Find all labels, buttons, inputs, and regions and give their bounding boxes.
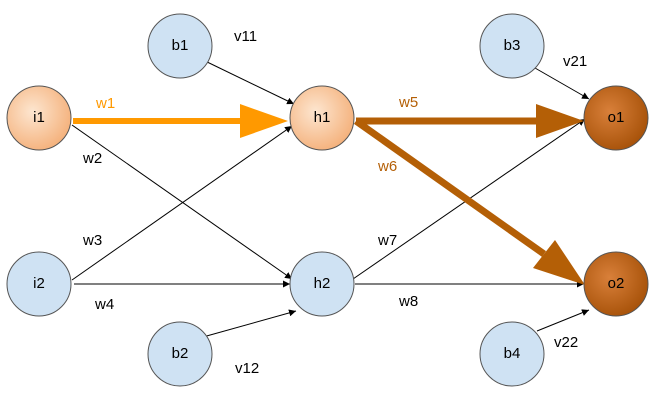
node-label-o1: o1 — [608, 109, 625, 126]
node-i2: i2 — [6, 251, 72, 317]
edge-v11 — [202, 59, 295, 105]
edge-w2 — [71, 124, 293, 280]
node-i1: i1 — [6, 85, 72, 151]
edge-label-v11: v11 — [234, 28, 257, 45]
edge-w3 — [71, 125, 293, 281]
node-b3: b3 — [479, 13, 545, 79]
edge-label-w1: w1 — [95, 95, 115, 112]
edge-label-v12: v12 — [235, 360, 259, 377]
thick-edges — [73, 104, 585, 285]
node-o2: o2 — [583, 251, 649, 317]
nodes: i1 i2 b1 b2 h1 h2 b3 b4 — [6, 13, 649, 387]
node-label-b2: b2 — [172, 345, 189, 362]
node-label-i1: i1 — [33, 109, 45, 126]
edge-label-w7: w7 — [377, 232, 397, 249]
node-label-b4: b4 — [504, 345, 521, 362]
node-label-o2: o2 — [608, 275, 625, 292]
node-o1: o1 — [583, 85, 649, 151]
edge-v21 — [534, 67, 590, 100]
node-label-i2: i2 — [33, 275, 45, 292]
node-label-h1: h1 — [314, 109, 331, 126]
thin-edges — [71, 59, 590, 338]
node-h2: h2 — [289, 251, 355, 317]
edge-label-w4: w4 — [94, 296, 114, 313]
edge-label-w5: w5 — [398, 94, 418, 111]
edge-labels: w1 w2 w3 w4 w5 w6 w7 w8 v11 v12 v21 v22 — [82, 28, 587, 377]
edge-label-v22: v22 — [554, 334, 578, 351]
node-b1: b1 — [147, 13, 213, 79]
edge-label-w3: w3 — [82, 232, 102, 249]
edge-v12 — [202, 309, 297, 338]
node-label-h2: h2 — [314, 275, 331, 292]
node-label-b1: b1 — [172, 37, 189, 54]
node-b4: b4 — [479, 321, 545, 387]
node-b2: b2 — [147, 321, 213, 387]
edge-v22 — [536, 309, 590, 332]
node-label-b3: b3 — [504, 37, 521, 54]
edge-label-w2: w2 — [82, 150, 102, 167]
edge-label-v21: v21 — [563, 53, 587, 70]
node-h1: h1 — [289, 85, 355, 151]
edge-w1 — [73, 104, 288, 138]
edge-label-w6: w6 — [377, 158, 397, 175]
edge-label-w8: w8 — [398, 293, 418, 310]
edge-w6 — [353, 118, 585, 285]
edge-w5 — [356, 104, 584, 138]
